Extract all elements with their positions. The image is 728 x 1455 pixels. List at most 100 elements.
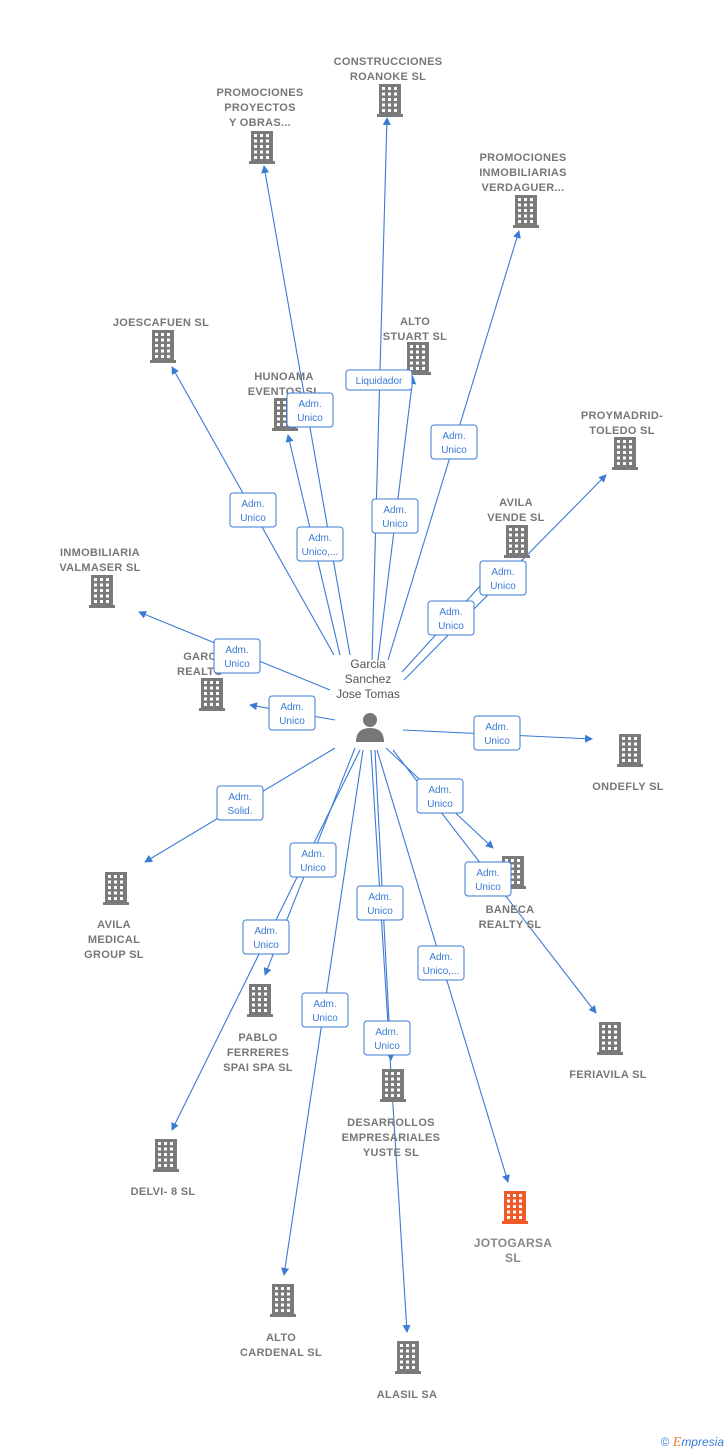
role-label: Unico bbox=[297, 413, 323, 424]
person-node[interactable] bbox=[356, 713, 384, 742]
jotogarsa-building-icon[interactable] bbox=[502, 1191, 528, 1224]
avila-vende-building-icon[interactable] bbox=[504, 525, 530, 558]
role-label: Adm. bbox=[254, 926, 277, 937]
promociones-proyectos-building-icon[interactable] bbox=[249, 131, 275, 164]
role-label: Adm. bbox=[368, 892, 391, 903]
role-label: Adm. bbox=[491, 567, 514, 578]
liquidador-role-badge[interactable]: Liquidador bbox=[345, 369, 413, 391]
alasil-building-icon[interactable] bbox=[395, 1341, 421, 1374]
role-label: Adm. bbox=[429, 952, 452, 963]
delvi8-label[interactable]: DELVI- 8 SL bbox=[131, 1186, 196, 1198]
hunoama-role-badge[interactable]: Adm.Unico,... bbox=[296, 526, 344, 562]
avila-medical-name-line: GROUP SL bbox=[84, 949, 144, 961]
role-label: Unico bbox=[427, 799, 453, 810]
role-label: Unico bbox=[367, 906, 393, 917]
desarrollos-yuste-name-line: DESARROLLOS bbox=[347, 1117, 435, 1129]
role-label: Unico bbox=[374, 1041, 400, 1052]
role-label: Adm. bbox=[228, 792, 251, 803]
ondefly-building-icon[interactable] bbox=[617, 734, 643, 767]
garc-realto-role-badge[interactable]: Adm.Unico bbox=[268, 695, 316, 731]
pablo-ferreres-building-icon[interactable] bbox=[247, 984, 273, 1017]
joescafuen-name-line: JOESCAFUEN SL bbox=[113, 317, 209, 329]
alasil-label[interactable]: ALASIL SA bbox=[377, 1389, 438, 1401]
hunoama-name-line: HUNOAMA bbox=[254, 371, 314, 383]
avila-medical-building-icon[interactable] bbox=[103, 872, 129, 905]
promociones-verdaguer-building-icon[interactable] bbox=[513, 195, 539, 228]
baneca-role-badge[interactable]: Adm. Unico bbox=[416, 778, 464, 814]
promociones-proyectos-name-line: Y OBRAS... bbox=[229, 117, 291, 129]
desarrollos-yuste-role-badge[interactable]: Adm. Unico bbox=[356, 885, 404, 921]
ondefly-name-line: ONDEFLY SL bbox=[592, 781, 663, 793]
avila-medical-role-badge[interactable]: Adm.Solid. bbox=[216, 785, 264, 821]
joescafuen-role-badge[interactable]: Adm.Unico bbox=[229, 492, 277, 528]
proymadrid-building-icon[interactable] bbox=[612, 437, 638, 470]
feriavila-label[interactable]: FERIAVILA SL bbox=[569, 1069, 647, 1081]
alasil-name-line: ALASIL SA bbox=[377, 1389, 438, 1401]
role-label: Unico,... bbox=[423, 966, 460, 977]
garc-realto-building-icon[interactable] bbox=[199, 678, 225, 711]
promociones-proyectos-role-badge[interactable]: Adm.Unico bbox=[286, 392, 334, 428]
role-label: Adm. bbox=[375, 1027, 398, 1038]
person-name-line: Sanchez bbox=[345, 672, 392, 686]
jotogarsa-role-badge[interactable]: Adm. Unico,... bbox=[417, 945, 465, 981]
role-label: Adm. bbox=[442, 431, 465, 442]
person-name-line: Jose Tomas bbox=[336, 687, 400, 701]
alto-cardenal-name-line: CARDENAL SL bbox=[240, 1347, 322, 1359]
inmobiliaria-valmaser-name-line: VALMASER SL bbox=[59, 562, 140, 574]
role-label: Adm. bbox=[225, 645, 248, 656]
role-label: Unico bbox=[438, 621, 464, 632]
joescafuen-label[interactable]: JOESCAFUEN SL bbox=[113, 317, 209, 329]
feriavila-building-icon[interactable] bbox=[597, 1022, 623, 1055]
delvi8-building-icon[interactable] bbox=[153, 1139, 179, 1172]
delvi8-name-line: DELVI- 8 SL bbox=[131, 1186, 196, 1198]
role-label: Adm. bbox=[476, 868, 499, 879]
baneca-name-line: REALTY SL bbox=[479, 919, 542, 931]
baneca-name-line: BANECA bbox=[486, 904, 535, 916]
footer-brand[interactable]: © Empresia bbox=[661, 1435, 724, 1451]
promociones-proyectos-name-line: PROMOCIONES bbox=[216, 87, 303, 99]
joescafuen-building-icon[interactable] bbox=[150, 330, 176, 363]
alto-cardenal-role-badge[interactable]: Adm.Unico bbox=[301, 992, 349, 1028]
delvi8-role-badge[interactable]: Adm.Unico bbox=[242, 919, 290, 955]
avila-vende-role-badge[interactable]: Adm.Unico bbox=[427, 600, 475, 636]
alasil-role-badge[interactable]: Adm. Unico bbox=[363, 1020, 411, 1056]
baneca-label[interactable]: BANECA REALTY SL bbox=[479, 904, 542, 931]
copyright-symbol: © bbox=[660, 1435, 670, 1449]
avila-medical-name-line: MEDICAL bbox=[88, 934, 140, 946]
desarrollos-yuste-building-icon[interactable] bbox=[380, 1069, 406, 1102]
promociones-verdaguer-role-badge[interactable]: Adm.Unico bbox=[430, 424, 478, 460]
proymadrid-role-badge[interactable]: Adm.Unico bbox=[479, 560, 527, 596]
inmobiliaria-valmaser-building-icon[interactable] bbox=[89, 575, 115, 608]
role-label: Adm. bbox=[428, 785, 451, 796]
person-icon-head bbox=[363, 713, 377, 727]
ondefly-role-badge[interactable]: Adm.Unico bbox=[473, 715, 521, 751]
inmobiliaria-valmaser-role-badge[interactable]: Adm.Unico bbox=[213, 638, 261, 674]
alto-cardenal-building-icon[interactable] bbox=[270, 1284, 296, 1317]
role-label: Adm. bbox=[280, 702, 303, 713]
alto-stuart-building-icon[interactable] bbox=[405, 342, 431, 375]
pablo-ferreres-name-line: SPAI SPA SL bbox=[223, 1062, 293, 1074]
pablo-ferreres-role-badge[interactable]: Adm.Unico bbox=[289, 842, 337, 878]
garc-realto-name-line: REALTO bbox=[177, 666, 223, 678]
ondefly-label[interactable]: ONDEFLY SL bbox=[592, 781, 663, 793]
feriavila-role-badge[interactable]: Adm.Unico bbox=[464, 861, 512, 897]
role-label: Adm. bbox=[383, 505, 406, 516]
promociones-verdaguer-name-line: VERDAGUER... bbox=[481, 182, 564, 194]
proymadrid-label[interactable]: PROYMADRID-TOLEDO SL bbox=[581, 410, 663, 437]
construcciones-roanoke-building-icon[interactable] bbox=[377, 84, 403, 117]
alto-stuart-role-badge[interactable]: Adm.Unico bbox=[371, 498, 419, 534]
promociones-verdaguer-label[interactable]: PROMOCIONESINMOBILIARIASVERDAGUER... bbox=[479, 152, 567, 194]
